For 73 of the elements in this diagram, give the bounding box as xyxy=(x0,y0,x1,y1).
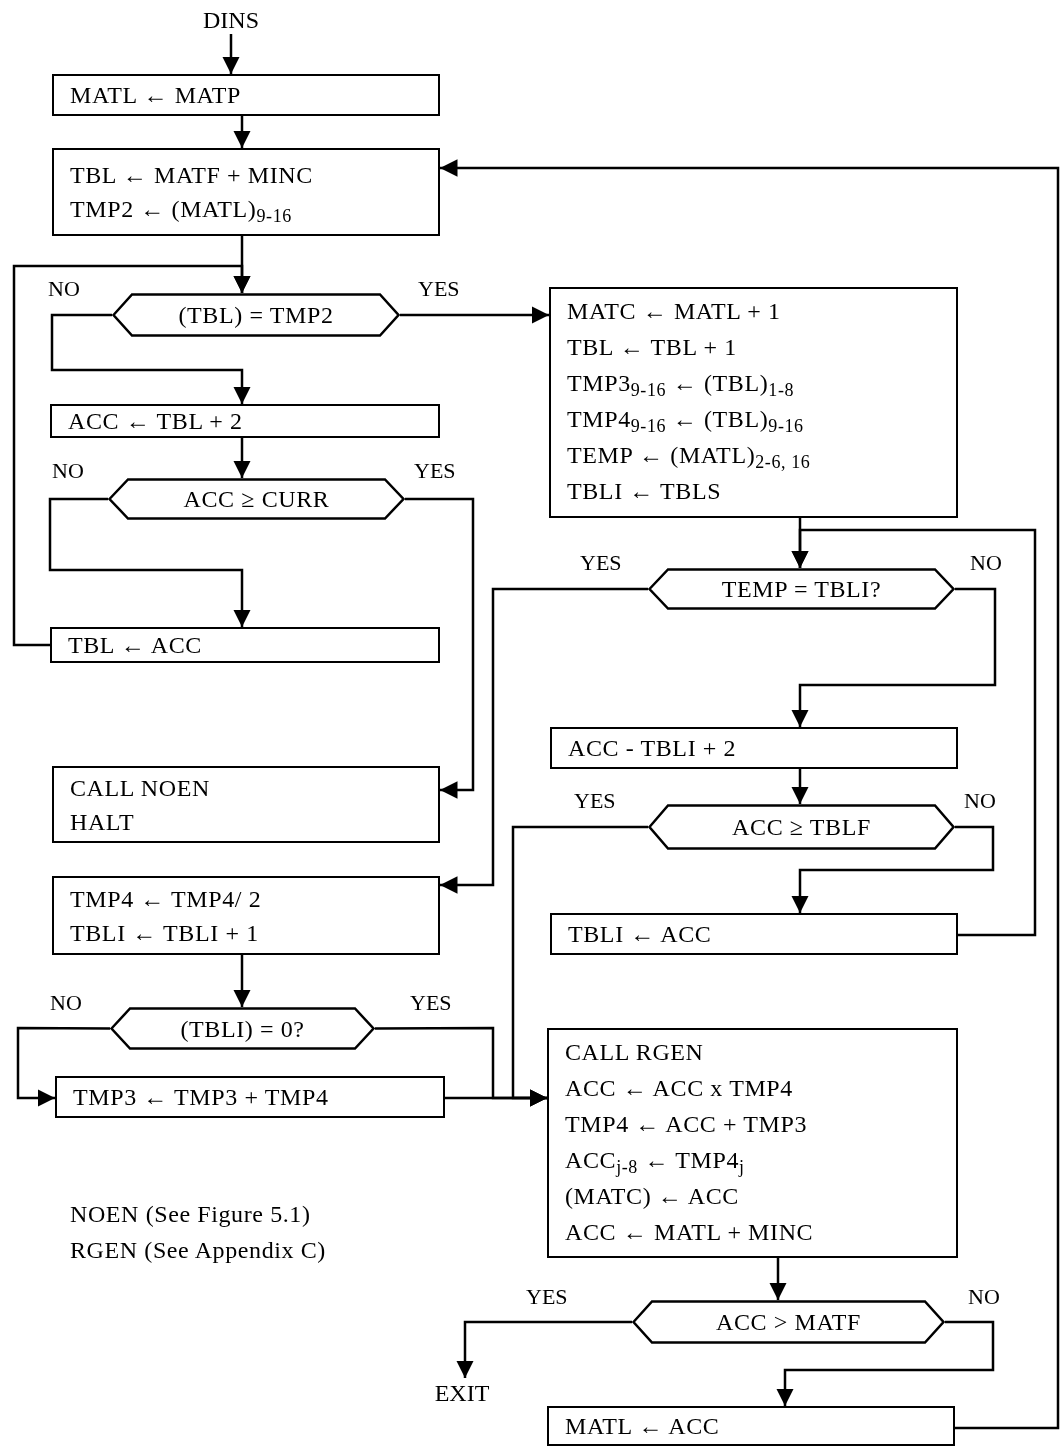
statement-text: TMP4$_{9-16}$ ← (TBL)$_{9-16}$ xyxy=(567,405,805,437)
statement-text: TBL ← ACC xyxy=(68,631,203,660)
process-box xyxy=(52,74,440,116)
statement-text: CALL NOEN xyxy=(70,773,211,803)
statement-text: MATL ← MATP xyxy=(70,81,243,110)
condition-text: ACC > MATF xyxy=(716,1310,861,1334)
flow-arrow xyxy=(16,1026,110,1107)
process-box xyxy=(55,1076,445,1118)
process-box xyxy=(52,148,440,236)
statement-text: ACC ← TBL + 2 xyxy=(68,407,244,436)
process-box xyxy=(50,404,440,438)
flow-arrow xyxy=(456,1320,632,1378)
statement-text: TMP2 ← (MATL)$_{9-16}$ xyxy=(70,195,293,226)
statement-text: TMP3$_{9-16}$ ← (TBL)$_{1-8}$ xyxy=(567,369,796,401)
statement-text: TBLI ← TBLI + 1 xyxy=(70,918,260,948)
statement-text: CALL RGEN xyxy=(565,1038,705,1067)
statement-text: TBLI ← ACC xyxy=(568,920,713,949)
process-box xyxy=(550,913,958,955)
decision-hexagon xyxy=(108,478,405,520)
statement-text: ACC ← MATL + MINC xyxy=(565,1218,815,1247)
process-box xyxy=(549,287,958,518)
process-box xyxy=(50,627,440,663)
statement-text: ACC - TBLI + 2 xyxy=(568,734,738,763)
condition-text: ACC ≥ TBLF xyxy=(732,815,871,839)
statement-text: ACC ← ACC x TMP4 xyxy=(565,1074,794,1103)
flow-arrow xyxy=(400,306,549,324)
statement-text: (MATC) ← ACC xyxy=(565,1182,740,1211)
process-box xyxy=(550,727,958,769)
flow-arrow xyxy=(440,159,1060,1430)
condition-text: ACC ≥ CURR xyxy=(183,487,330,511)
condition-text: TEMP = TBLI? xyxy=(721,577,882,601)
flow-arrow xyxy=(445,1089,547,1107)
process-box xyxy=(547,1028,958,1258)
decision-hexagon xyxy=(112,293,400,337)
statement-text: TMP4 ← ACC + TMP3 xyxy=(565,1110,809,1139)
flow-arrow xyxy=(776,1320,995,1406)
statement-text: TBL ← TBL + 1 xyxy=(567,333,738,362)
statement-text: HALT xyxy=(70,807,136,837)
process-box xyxy=(52,766,440,843)
decision-hexagon xyxy=(110,1007,375,1050)
flow-arrow xyxy=(791,769,809,804)
flow-arrow xyxy=(48,497,251,627)
flow-arrow xyxy=(769,1258,787,1300)
flow-arrow xyxy=(791,825,995,913)
statement-text: TMP4 ← TMP4/ 2 xyxy=(70,884,263,914)
condition-text: (TBLI) = 0? xyxy=(180,1016,305,1041)
flow-arrow xyxy=(405,497,475,799)
statement-text: TEMP ← (MATL)$_{2-6, 16}$ xyxy=(567,441,812,473)
statement-text: TBL ← MATF + MINC xyxy=(70,161,314,190)
statement-text: TMP3 ← TMP3 + TMP4 xyxy=(73,1083,330,1112)
flow-arrow xyxy=(440,587,648,894)
process-box xyxy=(52,876,440,955)
flow-arrow xyxy=(233,955,251,1007)
flow-arrow xyxy=(791,587,997,727)
flow-arrow xyxy=(233,116,251,148)
process-box xyxy=(547,1406,955,1446)
note-text: RGEN (See Appendix C) xyxy=(70,1236,326,1265)
flow-arrow xyxy=(50,313,251,404)
flow-arrow xyxy=(233,438,251,478)
flow-arrow xyxy=(222,34,240,74)
flow-arrow xyxy=(791,528,1037,937)
statement-text: MATL ← ACC xyxy=(565,1412,721,1441)
statement-text: TBLI ← TBLS xyxy=(567,477,723,506)
decision-hexagon xyxy=(632,1300,945,1344)
terminal-label: DINS xyxy=(195,6,267,34)
terminal-label: EXIT xyxy=(422,1378,502,1408)
decision-hexagon xyxy=(648,568,955,610)
statement-text: ACC$_{j-8}$ ← TMP4$_{j}$ xyxy=(565,1146,746,1178)
statement-text: MATC ← MATL + 1 xyxy=(567,297,782,326)
decision-hexagon xyxy=(648,804,955,850)
note-text: NOEN (See Figure 5.1) xyxy=(70,1200,312,1229)
condition-text: (TBL) = TMP2 xyxy=(178,303,334,327)
flow-arrow xyxy=(12,264,251,647)
